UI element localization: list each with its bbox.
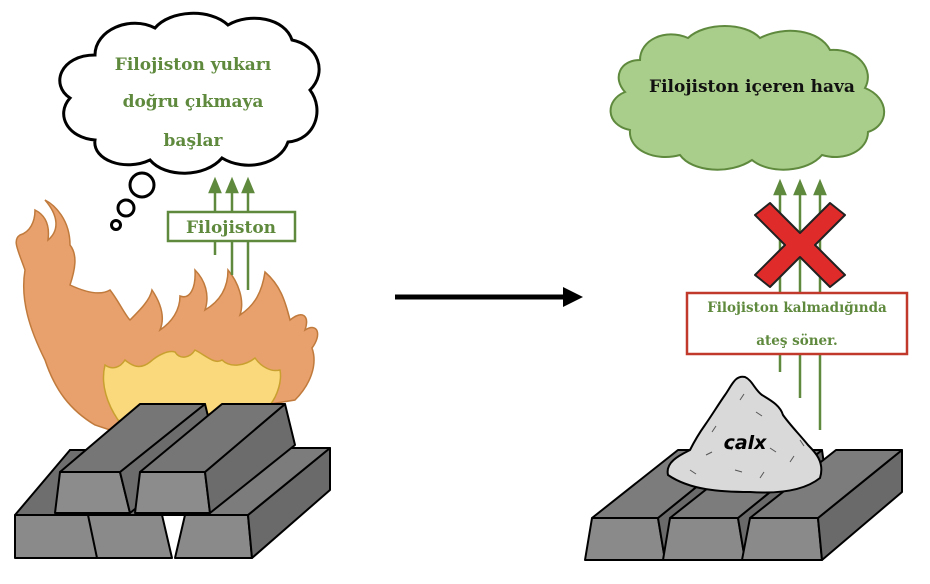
metal-bar	[134, 403, 296, 514]
air-cloud	[609, 25, 886, 171]
thought-text-line-3: başlar	[164, 131, 224, 151]
cross-icon	[754, 202, 846, 288]
thought-bubble-dot-small	[110, 219, 122, 231]
thought-bubble-dot-large	[128, 171, 156, 199]
calx-pile	[666, 375, 823, 494]
note-text-line-1: Filojiston kalmadığında	[707, 300, 887, 316]
calx-texture	[689, 393, 805, 479]
thought-text-line-2: doğru çıkmaya	[123, 92, 264, 112]
air-cloud-text: Filojiston içeren hava	[649, 77, 855, 97]
thought-text-line-1: Filojiston yukarı	[115, 55, 272, 75]
metal-bars-left	[14, 403, 331, 559]
thought-cloud	[58, 11, 321, 175]
note-text-line-2: ateş söner.	[756, 333, 837, 349]
thought-bubble-dot-medium	[116, 198, 136, 218]
phlogiston-label-box	[166, 210, 297, 243]
phlogiston-label: Filojiston	[186, 218, 276, 238]
transition-arrow	[395, 287, 583, 307]
calx-label: calx	[724, 432, 768, 454]
metal-bar	[741, 449, 903, 561]
note-box	[685, 291, 909, 356]
